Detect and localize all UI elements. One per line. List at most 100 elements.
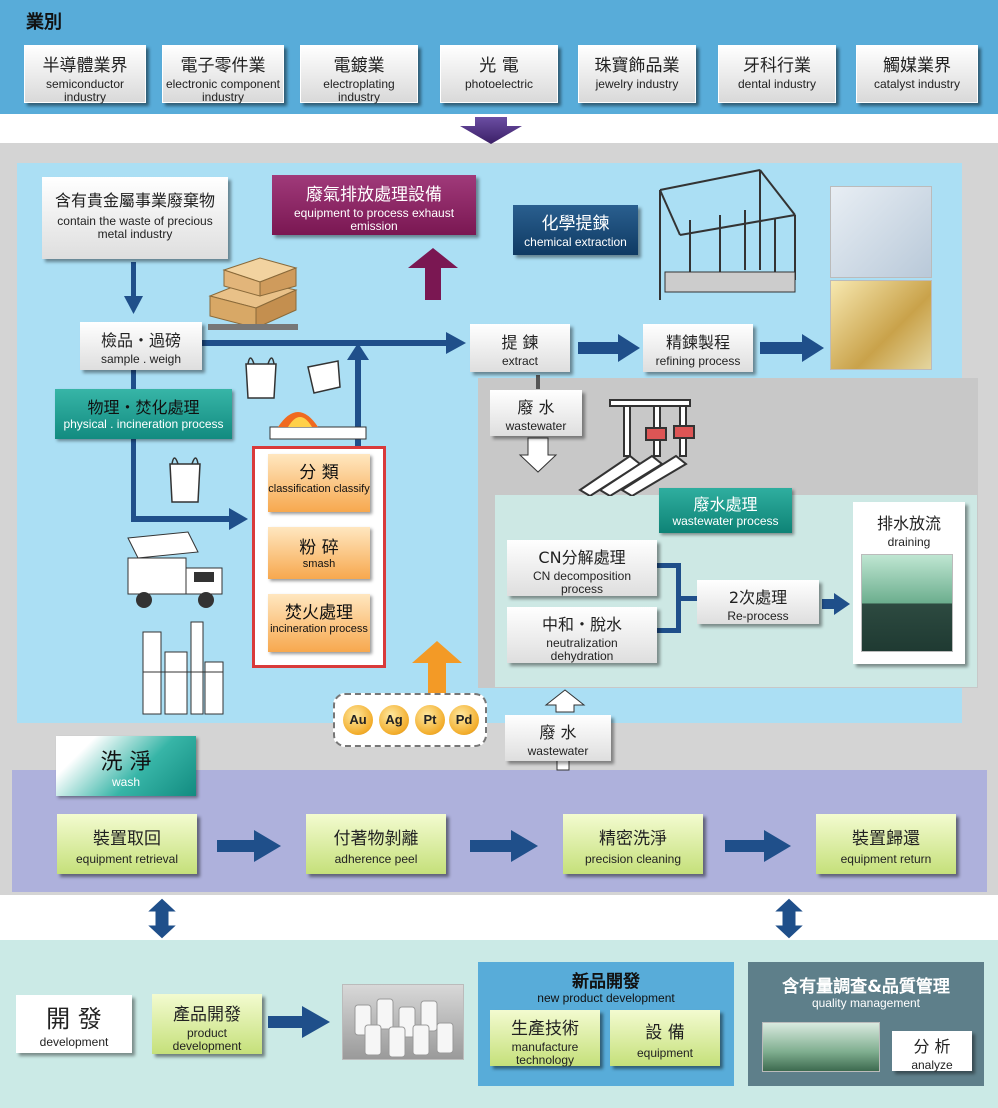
sample-zh: 檢品・過磅 bbox=[100, 331, 181, 350]
lab-photo bbox=[762, 1022, 880, 1072]
draining-box: 排水放流 draining bbox=[853, 502, 965, 664]
classify-box: 分 類 classification classify bbox=[268, 454, 370, 512]
chemical-zh: 化學提鍊 bbox=[541, 214, 610, 234]
arrow-extract-refining bbox=[578, 342, 620, 354]
waste-en: contain the waste of precious metal indu… bbox=[57, 214, 213, 242]
refining-zh: 精鍊製程 bbox=[665, 333, 730, 352]
line-up-to-main bbox=[355, 356, 361, 446]
industry-zh: 珠寶飾品業 bbox=[594, 56, 680, 76]
gold-bars-photo bbox=[830, 280, 932, 370]
wash-step-zh: 付著物剝離 bbox=[333, 829, 419, 849]
chemical-en: chemical extraction bbox=[524, 235, 627, 249]
down-arrow-waste bbox=[131, 262, 136, 298]
draining-zh: 排水放流 bbox=[876, 514, 941, 533]
wastewater-process-header: 廢水處理 wastewater process bbox=[659, 488, 792, 533]
metal-pd-coin: Pd bbox=[449, 705, 479, 735]
wash-step-en: adherence peel bbox=[334, 852, 418, 866]
product-zh: 產品開發 bbox=[173, 1005, 241, 1025]
adherence-peel-box: 付著物剝離 adherence peel bbox=[306, 814, 446, 874]
metal-pt-coin: Pt bbox=[415, 705, 445, 735]
wastewater-zh: 廢 水 bbox=[517, 398, 555, 417]
sample-en: sample . weigh bbox=[100, 352, 182, 366]
chemical-extraction-box: 化學提鍊 chemical extraction bbox=[513, 205, 638, 255]
industry-electronic: 電子零件業 electronic component industry bbox=[162, 45, 284, 105]
extract-box: 提 鍊 extract bbox=[470, 324, 570, 372]
industry-zh: 半導體業界 bbox=[42, 56, 128, 76]
manufacture-zh: 生產技術 bbox=[511, 1019, 579, 1039]
bracket-to-reprocess bbox=[681, 596, 697, 601]
exhaust-zh: 廢氣排放處理設備 bbox=[306, 185, 442, 205]
extract-en: extract bbox=[501, 354, 538, 368]
precision-cleaning-box: 精密洗淨 precision cleaning bbox=[563, 814, 703, 874]
industry-en: photoelectric bbox=[464, 77, 534, 91]
new-product-title: 新品開發 new product development bbox=[478, 967, 734, 1005]
chemical-rack-image bbox=[659, 169, 796, 300]
wash-zh: 洗 淨 bbox=[100, 750, 152, 775]
industry-en: dental industry bbox=[737, 77, 817, 91]
wastewater-process-zh: 廢水處理 bbox=[693, 495, 758, 514]
neutralization-box: 中和・脫水 neutralization dehydration bbox=[507, 607, 657, 663]
industry-en: jewelry industry bbox=[595, 77, 679, 91]
arrow-reprocess-draining bbox=[822, 599, 836, 609]
bracket-cn bbox=[657, 563, 679, 568]
classify-en: classification classify bbox=[268, 483, 370, 495]
exhaust-en: equipment to process exhaust emission bbox=[293, 206, 455, 234]
neutral-zh: 中和・脫水 bbox=[541, 615, 622, 634]
refining-en: refining process bbox=[655, 354, 741, 368]
pallet-boxes-image bbox=[208, 257, 298, 330]
equipment-box: 設 備 equipment bbox=[610, 1010, 720, 1066]
product-development-box: 產品開發 product development bbox=[152, 994, 262, 1054]
equipment-en: equipment bbox=[636, 1046, 694, 1060]
wash-en: wash bbox=[111, 775, 140, 789]
wastewater-en: wastewater bbox=[505, 419, 567, 433]
metal-au-coin: Au bbox=[343, 705, 373, 735]
wastewater-zh: 廢 水 bbox=[539, 723, 577, 742]
line-sample-physical bbox=[131, 370, 136, 520]
incineration-box: 焚火處理 incineration process bbox=[268, 594, 370, 652]
analyze-zh: 分 析 bbox=[913, 1037, 951, 1056]
line-extract-wastewater bbox=[536, 375, 540, 389]
development-box: 開 發 development bbox=[16, 995, 132, 1053]
smash-en: smash bbox=[302, 558, 336, 570]
equipment-return-box: 裝置歸還 equipment return bbox=[816, 814, 956, 874]
reprocess-zh: 2次處理 bbox=[728, 588, 788, 607]
refining-box: 精鍊製程 refining process bbox=[643, 324, 753, 372]
truck-icon bbox=[127, 531, 223, 608]
waste-source-box: 含有貴金屬事業廢棄物 contain the waste of precious… bbox=[42, 177, 228, 259]
arrow-physical-classify bbox=[131, 516, 231, 522]
factory-icon bbox=[142, 621, 224, 715]
development-en: development bbox=[39, 1035, 109, 1049]
analyze-box: 分 析 analyze bbox=[892, 1031, 972, 1072]
up-arrow-exhaust bbox=[408, 248, 458, 300]
bulk-bag-icon bbox=[245, 357, 277, 399]
exhaust-equipment-box: 廢氣排放處理設備 equipment to process exhaust em… bbox=[272, 175, 476, 235]
wash-step-en: equipment retrieval bbox=[75, 852, 179, 866]
equipment-retrieval-box: 裝置取回 equipment retrieval bbox=[57, 814, 197, 874]
new-product-en: new product development bbox=[537, 991, 675, 1005]
reprocess-en: Re-process bbox=[727, 609, 789, 623]
industry-semiconductor: 半導體業界 semiconductor industry bbox=[24, 45, 146, 105]
arrow-product-photo bbox=[268, 1016, 304, 1028]
industry-jewelry: 珠寶飾品業 jewelry industry bbox=[578, 45, 696, 103]
bulk-bag-icon bbox=[169, 457, 201, 503]
physical-zh: 物理・焚化處理 bbox=[87, 398, 200, 417]
industry-catalyst: 觸媒業界 catalyst industry bbox=[856, 45, 978, 103]
wash-arrows bbox=[217, 830, 791, 862]
cn-en: CN decomposition process bbox=[532, 569, 632, 597]
down-arrow-wastewater bbox=[518, 437, 558, 473]
industry-zh: 觸媒業界 bbox=[883, 56, 951, 76]
product-bottles-photo bbox=[342, 984, 464, 1060]
manufacture-technology-box: 生產技術 manufacture technology bbox=[490, 1010, 600, 1067]
wash-step-zh: 裝置取回 bbox=[93, 829, 161, 849]
sample-weigh-box: 檢品・過磅 sample . weigh bbox=[80, 322, 202, 370]
double-arrow-right bbox=[772, 897, 806, 940]
double-arrow-left bbox=[145, 897, 179, 940]
analyze-en: analyze bbox=[911, 1058, 953, 1072]
wastewater-box-top: 廢 水 wastewater bbox=[490, 390, 582, 436]
wastewater-process-en: wastewater process bbox=[672, 514, 779, 528]
industry-en: electronic component industry bbox=[165, 77, 281, 105]
industry-en: semiconductor industry bbox=[45, 77, 125, 105]
bottles-illustration bbox=[354, 998, 454, 1058]
wastewater-en: wastewater bbox=[527, 744, 589, 758]
